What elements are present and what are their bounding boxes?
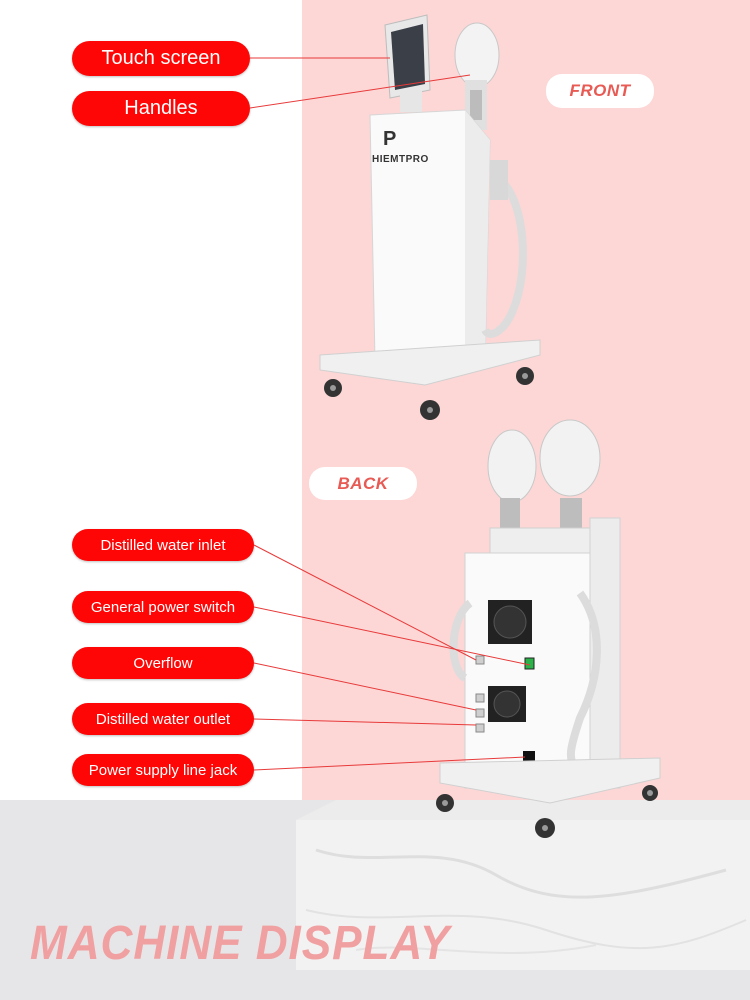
back-machine (436, 419, 661, 838)
brand-name: HIEMTPRO (372, 154, 429, 165)
brand-logo-p: P (383, 128, 397, 150)
general-power-switch-label: General power switch (72, 591, 254, 623)
touch-screen-label: Touch screen (72, 41, 250, 76)
power-supply-line-jack-label: Power supply line jack (72, 754, 254, 786)
overflow-label: Overflow (72, 647, 254, 679)
handles-label: Handles (72, 91, 250, 126)
marble-pedestal (296, 800, 750, 970)
distilled-water-outlet-label: Distilled water outlet (72, 703, 254, 735)
front-machine (319, 14, 541, 420)
machine-display-title: MACHINE DISPLAY (30, 917, 451, 970)
back-view-tag: BACK (309, 467, 417, 500)
distilled-water-inlet-label: Distilled water inlet (72, 529, 254, 561)
front-view-tag: FRONT (546, 74, 654, 108)
touch-screen-image (384, 14, 431, 112)
